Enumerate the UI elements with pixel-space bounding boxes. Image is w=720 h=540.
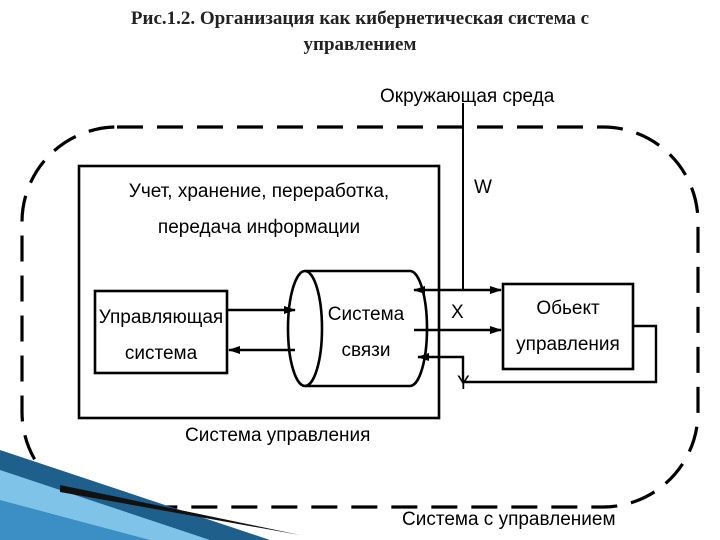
- controlling-system-label-1: Управляющая: [98, 307, 224, 328]
- figure-title-line-2: управлением: [303, 34, 417, 55]
- communication-system-label-1: Система: [327, 304, 405, 325]
- control-system-label: Система управления: [185, 425, 371, 446]
- communication-system-cylinder: [286, 269, 429, 388]
- w-label: W: [474, 177, 492, 198]
- communication-system-label-2: связи: [341, 340, 391, 361]
- x-label: X: [451, 302, 464, 323]
- environment-boundary: [20, 125, 700, 509]
- figure-title: Рис.1.2. Организация как кибернетическая…: [0, 6, 720, 58]
- y-feedback-loop: [417, 324, 658, 384]
- control-object-label-2: управления: [516, 334, 620, 355]
- controlling-system-label-2: система: [124, 343, 198, 364]
- slide-corner-decoration: [0, 450, 300, 540]
- info-processing-label-2: передача информации: [157, 217, 361, 238]
- info-processing-label-1: Учет, хранение, переработка,: [128, 181, 390, 202]
- environment-label: Окружающая среда: [380, 86, 555, 107]
- controlling-system-box: [93, 289, 229, 375]
- control-object-label-1: Обьект: [536, 298, 600, 319]
- figure-title-line-1: Рис.1.2. Организация как кибернетическая…: [130, 8, 590, 29]
- y-label: Y: [457, 373, 470, 394]
- system-with-control-label: Система с управлением: [402, 509, 616, 530]
